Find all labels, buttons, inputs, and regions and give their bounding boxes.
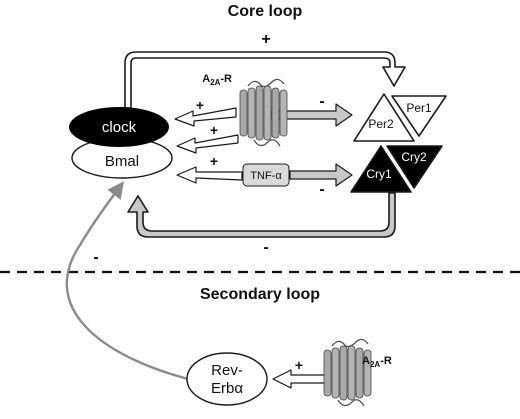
rev-erb-label-line2: Erbα bbox=[211, 380, 243, 397]
tnf-label: TNF-α bbox=[250, 170, 282, 182]
clock-label: clock bbox=[102, 119, 137, 136]
bottom-minus-sign: - bbox=[263, 239, 268, 256]
per1-triangle bbox=[391, 95, 447, 137]
tnf-box bbox=[242, 163, 290, 187]
receptor-label-bottom: A2A-R bbox=[362, 355, 392, 369]
receptor-label-top: A2A-R bbox=[202, 73, 232, 87]
receptor-icon bbox=[239, 78, 288, 147]
inhibit-sign-cry: - bbox=[319, 181, 324, 198]
rev-erb-node bbox=[186, 352, 268, 406]
positive-arrow-rev-erb bbox=[272, 369, 326, 389]
clock-node bbox=[69, 107, 169, 147]
positive-arrow-3 bbox=[176, 166, 243, 184]
top-plus-sign: + bbox=[261, 31, 270, 48]
secondary-loop-title: Secondary loop bbox=[200, 286, 320, 303]
per2-label: Per2 bbox=[368, 117, 394, 131]
receptor-icon bbox=[323, 338, 372, 407]
secondary-minus-sign: - bbox=[93, 249, 98, 266]
top-feedback-arrow bbox=[124, 51, 406, 109]
per1-label: Per1 bbox=[406, 101, 432, 115]
positive-sign-2: + bbox=[210, 122, 218, 138]
inhibit-sign-per: - bbox=[319, 93, 324, 110]
cry2-label: Cry2 bbox=[401, 150, 427, 164]
bmal-label: Bmal bbox=[105, 153, 139, 170]
positive-sign-3: + bbox=[210, 153, 218, 169]
rev-erb-label-line1: Rev- bbox=[211, 362, 243, 379]
per2-triangle bbox=[353, 93, 415, 142]
bottom-feedback-arrow bbox=[127, 192, 396, 238]
inhibit-arrow-cry bbox=[289, 163, 353, 187]
positive-sign-1: + bbox=[196, 97, 204, 113]
core-loop-title: Core loop bbox=[228, 3, 303, 20]
positive-sign-rev-erb: + bbox=[295, 357, 303, 373]
cry1-triangle bbox=[350, 145, 412, 193]
secondary-feedback-arrow bbox=[65, 181, 193, 382]
cry2-triangle bbox=[386, 145, 443, 189]
cry1-label: Cry1 bbox=[366, 167, 392, 181]
positive-arrow-2 bbox=[176, 134, 239, 154]
positive-arrow-1 bbox=[174, 107, 237, 127]
